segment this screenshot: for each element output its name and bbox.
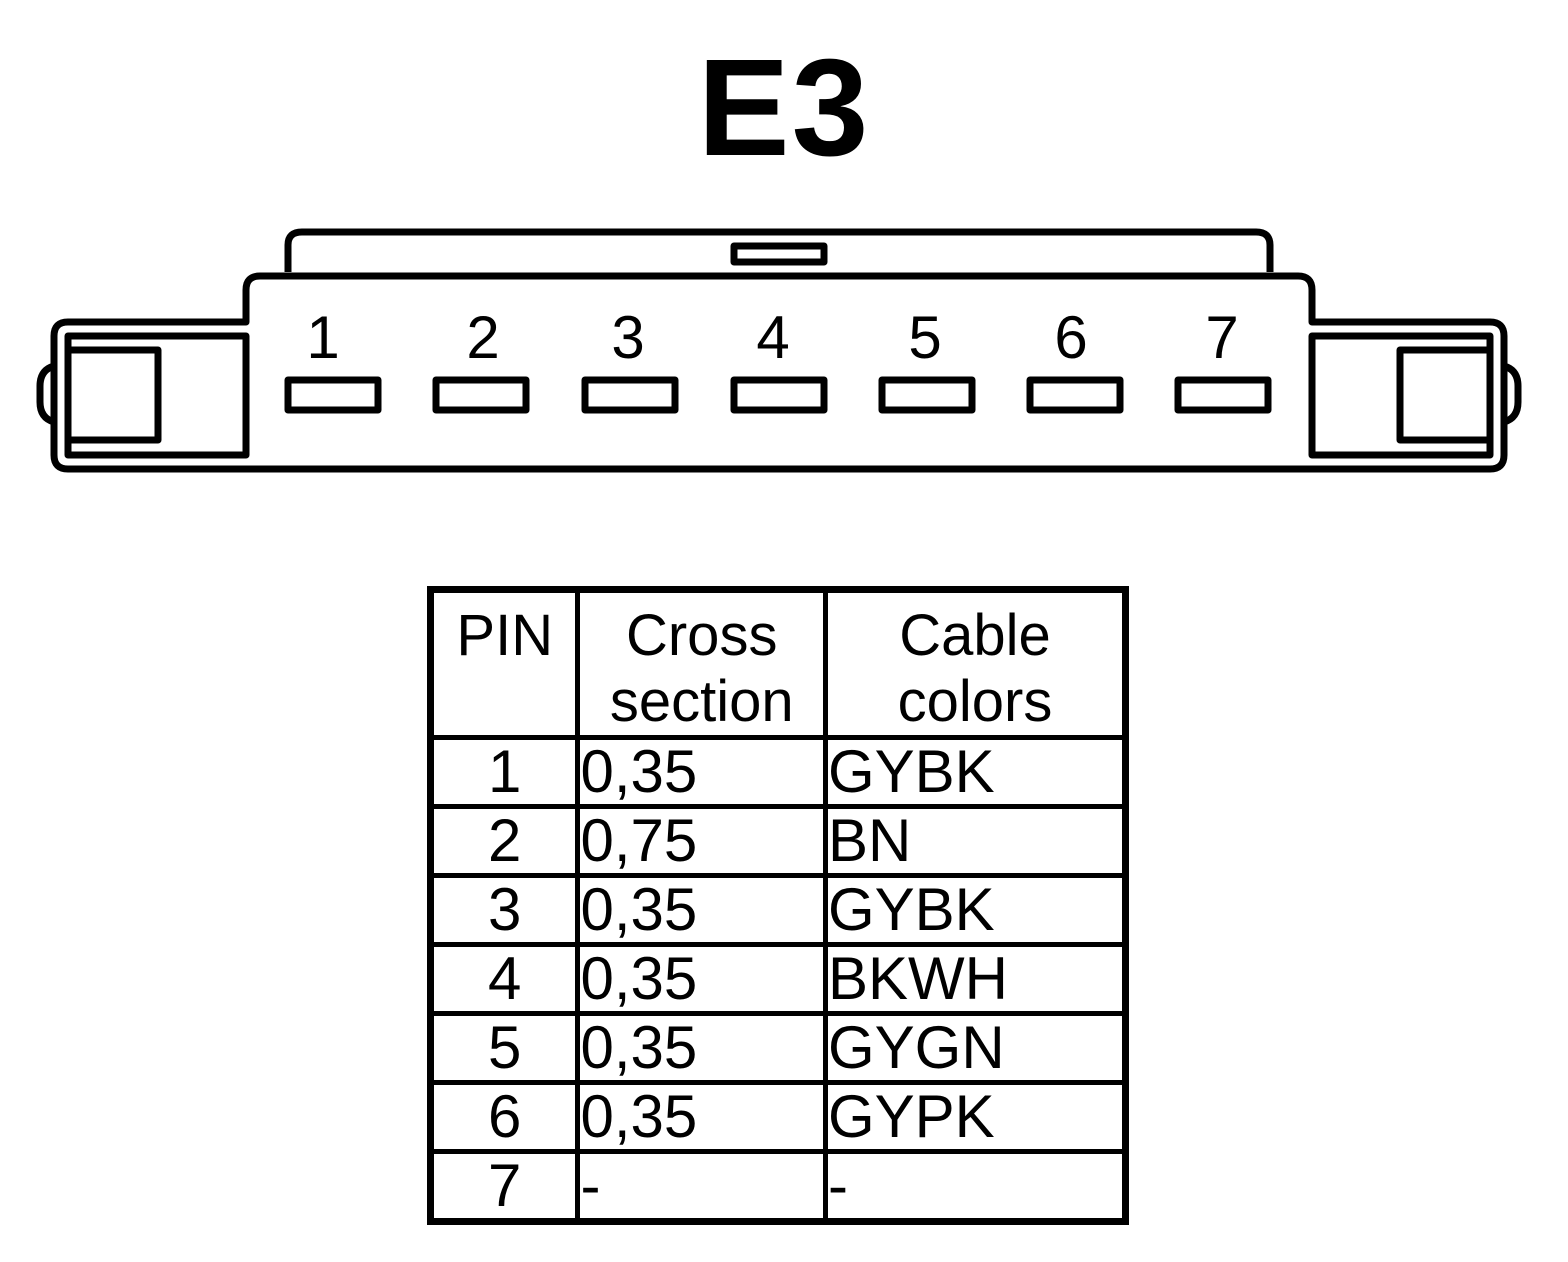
cell-cable-color: GYBK — [822, 735, 1129, 809]
cell-cross-section: 0,75 — [575, 804, 828, 878]
pin-label-1: 1 — [306, 304, 339, 371]
cell-cross-section: 0,35 — [575, 942, 828, 1016]
connector-title: E3 — [697, 31, 871, 185]
header-cable-colors: Cable colors — [822, 587, 1129, 740]
connector-left-ear — [36, 362, 56, 426]
connector-latch-top — [284, 228, 1274, 272]
latch-slot — [730, 242, 828, 266]
pin-socket-2 — [432, 376, 530, 414]
pin-label-2: 2 — [466, 304, 499, 371]
cell-pin: 5 — [427, 1011, 581, 1085]
cell-cable-color: GYBK — [822, 873, 1129, 947]
cell-pin: 4 — [427, 942, 581, 1016]
table-row: 6 0,35 GYPK — [427, 1080, 1129, 1154]
cell-cable-color: BN — [822, 804, 1129, 878]
cell-pin: 2 — [427, 804, 581, 878]
cell-pin: 7 — [427, 1149, 581, 1224]
cell-cross-section: 0,35 — [575, 1011, 828, 1085]
table-row: 4 0,35 BKWH — [427, 942, 1129, 1016]
cell-cross-section: 0,35 — [575, 873, 828, 947]
cell-pin: 1 — [427, 735, 581, 809]
connector-drawing: 1 2 3 4 5 6 7 — [36, 228, 1522, 473]
header-cable-colors-line-2: colors — [897, 669, 1053, 734]
pin-socket-5 — [878, 376, 976, 414]
header-cable-colors-line-1: Cable — [899, 603, 1051, 668]
pin-assignment-table: PIN Cross section Cable colors 1 0,35 GY… — [427, 586, 1129, 1225]
pin-socket-6 — [1026, 376, 1124, 414]
left-lock-box — [64, 346, 162, 444]
pin-label-4: 4 — [756, 304, 789, 371]
connector-body — [50, 272, 1508, 473]
right-lock-box — [1396, 346, 1494, 444]
cell-pin: 3 — [427, 873, 581, 947]
table-row: 3 0,35 GYBK — [427, 873, 1129, 947]
table-header-row: PIN Cross section Cable colors — [427, 587, 1129, 740]
table-row: 7 - - — [427, 1149, 1129, 1224]
pin-label-6: 6 — [1054, 304, 1087, 371]
header-cross-section: Cross section — [575, 587, 828, 740]
pin-socket-4 — [730, 376, 828, 414]
pin-socket-7 — [1174, 376, 1272, 414]
header-cross-section-line-1: Cross — [625, 603, 778, 668]
cell-cable-color: GYGN — [822, 1011, 1129, 1085]
pin-socket-3 — [581, 376, 679, 414]
cell-cross-section: 0,35 — [575, 1080, 828, 1154]
header-cross-section-line-2: section — [609, 669, 794, 734]
pin-label-7: 7 — [1205, 304, 1238, 371]
cell-cable-color: GYPK — [822, 1080, 1129, 1154]
cell-cross-section: 0,35 — [575, 735, 828, 809]
cell-cable-color: - — [822, 1149, 1129, 1224]
connector-right-ear — [1502, 362, 1522, 426]
cell-cross-section: - — [575, 1149, 828, 1224]
header-pin: PIN — [427, 587, 581, 740]
pin-label-5: 5 — [908, 304, 941, 371]
pin-socket-1 — [284, 376, 382, 414]
table-row: 1 0,35 GYBK — [427, 735, 1129, 809]
table-row: 2 0,75 BN — [427, 804, 1129, 878]
pin-label-3: 3 — [611, 304, 644, 371]
cell-cable-color: BKWH — [822, 942, 1129, 1016]
table-row: 5 0,35 GYGN — [427, 1011, 1129, 1085]
cell-pin: 6 — [427, 1080, 581, 1154]
